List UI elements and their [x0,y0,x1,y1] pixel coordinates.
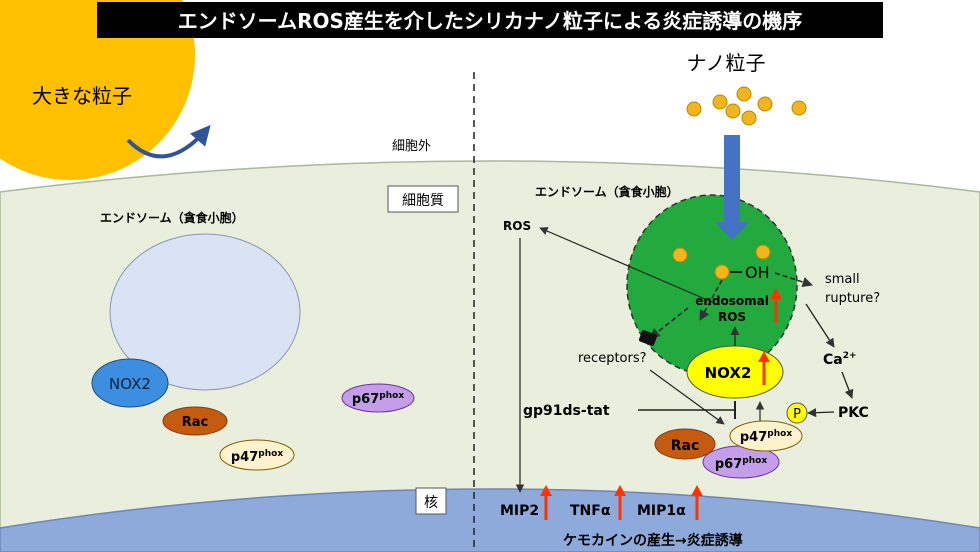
up-arrow-icon [770,288,782,323]
pkc-to-p-arrow [807,408,835,418]
large-particle [0,0,195,180]
up-arrow-icon [758,351,770,385]
phosphate-label: P [793,407,801,422]
right-nox2-label: NOX2 [705,364,752,382]
nucleus-region [0,488,980,552]
dashed-arrow [649,307,689,339]
oh-label: OH [745,263,770,282]
small-rupture-label-2: rupture? [825,291,880,306]
endosomal-ros-label-2: ROS [718,310,746,324]
right-endosome [626,194,798,376]
title-text: エンドソームROS産生を介したシリカナノ粒子による炎症誘導の機序 [178,9,803,33]
endosomal-ros-label-1: endosomal [695,294,769,308]
mip2-label: MIP2 [500,503,539,519]
left-p47-label: p47phox [231,449,283,465]
gp91ds-tat-label: gp91ds-tat [523,403,610,419]
small-rupture-label-1: small [825,272,860,287]
label-extracellular: 細胞外 [392,139,431,154]
left-p47 [219,439,295,471]
inner-particle [714,264,730,280]
up-arrow-icon [614,485,626,520]
right-p47-label: p47phox [740,429,792,445]
left-p67-label: p67phox [352,391,404,407]
chemokine-label: ケモカインの産生→炎症誘導 [563,532,743,549]
receptor-icon [638,330,658,346]
nanoparticle-label: ナノ粒子 [687,51,766,75]
label-nucleus: 核 [424,495,438,511]
label-cytoplasm-box [387,185,459,213]
label-nucleus-box [415,487,447,515]
left-nox2-label: NOX2 [109,375,151,393]
rupture-to-ca-arrow [805,303,835,348]
left-rac-label: Rac [182,415,209,430]
right-rac [654,428,716,460]
ros-label: ROS [503,219,531,233]
uptake-arrow-head [715,222,749,240]
receptor-to-p47-arrow [649,369,725,425]
right-rac-label: Rac [671,438,700,454]
title-bar [97,2,883,38]
ca-to-pkc-arrow [841,371,854,399]
right-p47 [729,420,803,452]
up-arrow-icon [540,485,552,520]
curved-arrow-icon [126,124,211,159]
uptake-arrow-shaft [724,135,740,225]
dashed-arrow [774,272,813,288]
phosphate-badge [786,402,808,424]
receptors-label: receptors? [578,351,647,366]
left-endosome [109,233,301,391]
mip1a-label: MIP1α [637,503,686,519]
left-nox2 [91,358,169,408]
right-p67-label: p67phox [715,456,767,472]
pkc-label: PKC [838,405,869,421]
ca-label: Ca2+ [823,351,857,368]
up-arrow-icon [691,485,703,520]
endosome-to-ros-arrow [539,227,713,303]
right-endosome-label: エンドソーム（貪食小胞） [535,184,679,199]
nanoparticle-cluster [686,86,807,126]
inner-particle [672,247,688,263]
left-p67 [341,383,415,413]
left-endosome-label: エンドソーム（貪食小胞） [100,210,244,225]
tnfa-label: TNFα [570,503,611,519]
inner-particle [755,244,771,260]
label-cytoplasm: 細胞質 [402,193,444,209]
left-rac [162,406,228,436]
large-particle-label: 大きな粒子 [32,84,132,108]
